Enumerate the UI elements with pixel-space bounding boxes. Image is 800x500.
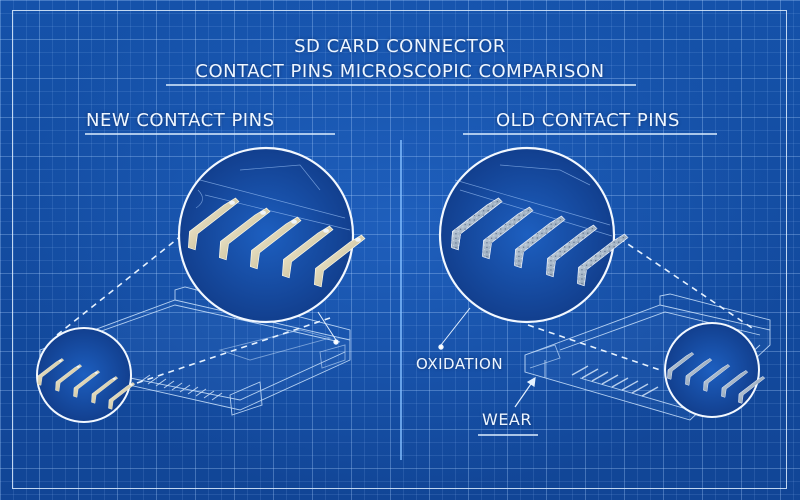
new-connector-contacts — [139, 374, 223, 401]
old-leader-lines — [527, 231, 756, 371]
new-connector-body — [39, 286, 351, 416]
new-pointer-line — [317, 311, 339, 345]
old-pins-magnified-view — [438, 146, 629, 324]
old-pin — [481, 206, 534, 260]
new-pins-small-magnifier — [36, 327, 136, 423]
new-pins-magnified-view — [177, 146, 366, 324]
wear-underline — [478, 434, 538, 436]
diagram-title-line2: CONTACT PINS MICROSCOPIC COMPARISON — [195, 61, 605, 82]
old-pin — [545, 224, 598, 278]
old-pin — [513, 215, 566, 269]
old-pins-small-magnifier — [664, 322, 766, 418]
heading-new-underline — [85, 133, 335, 135]
diagram-title-line1: SD CARD CONNECTOR — [294, 36, 506, 57]
old-pin — [576, 233, 629, 287]
old-pin — [450, 197, 503, 251]
panel-divider — [400, 140, 402, 460]
old-connector-contacts — [571, 365, 659, 397]
oxidation-pointer — [438, 307, 471, 350]
heading-old-underline — [463, 133, 717, 135]
blueprint-frame — [12, 10, 787, 489]
oxidation-label: OXIDATION — [416, 355, 504, 373]
heading-old-contact-pins: OLD CONTACT PINS — [496, 110, 680, 131]
title-underline — [166, 84, 636, 86]
wear-arrow-icon — [514, 376, 536, 408]
new-leader-lines — [56, 231, 331, 384]
wear-label: WEAR — [482, 410, 532, 429]
heading-new-contact-pins: NEW CONTACT PINS — [86, 110, 275, 131]
